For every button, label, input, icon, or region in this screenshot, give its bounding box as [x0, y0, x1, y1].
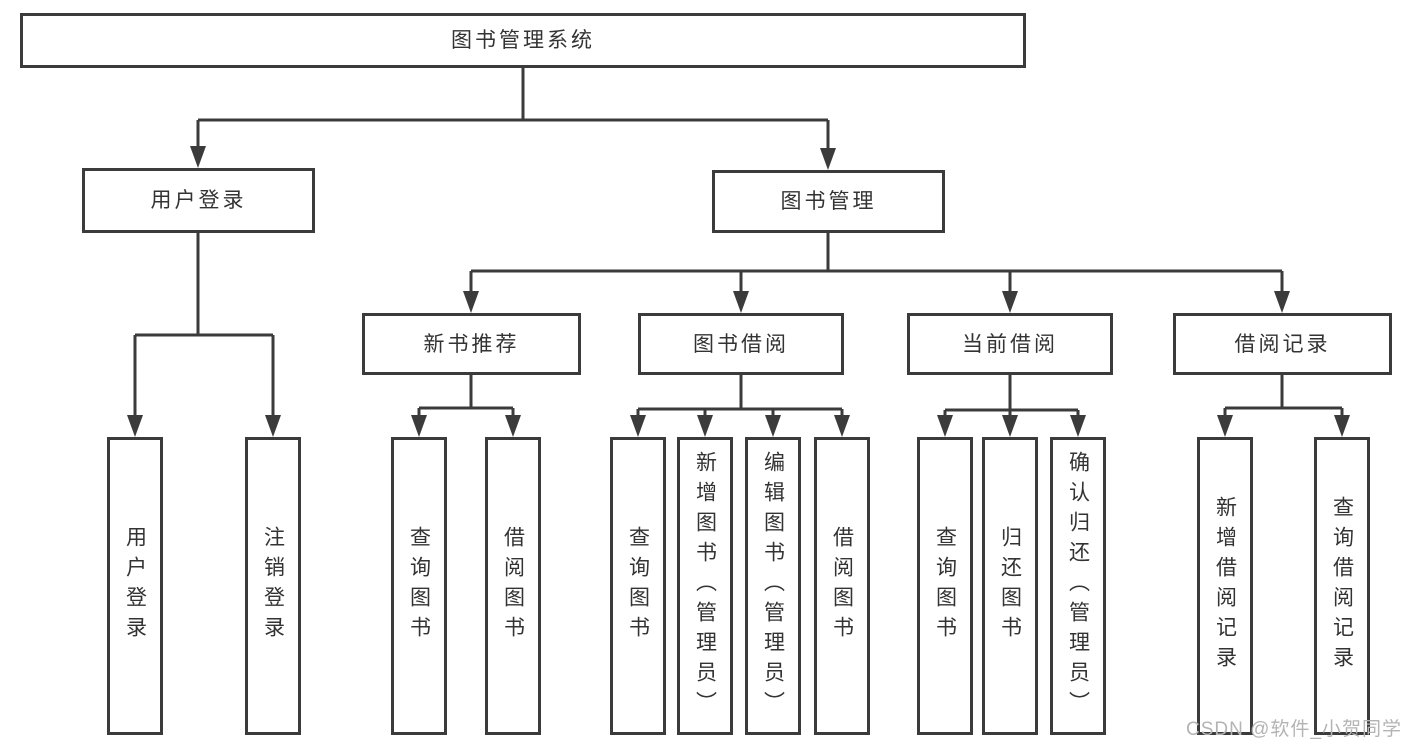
leaf-current-query-books: 查询图书 [917, 437, 973, 735]
node-library-management-system: 图书管理系统 [20, 13, 1026, 68]
node-book-borrowing: 图书借阅 [638, 313, 844, 375]
leaf-newrec-query-books: 查询图书 [391, 437, 447, 735]
leaf-current-return-books: 归还图书 [982, 437, 1038, 735]
arrowhead-icon [733, 291, 749, 313]
arrowhead-icon [1334, 415, 1350, 437]
node-borrowing-records: 借阅记录 [1173, 313, 1392, 375]
arrowhead-icon [411, 415, 427, 437]
arrowhead-icon [505, 415, 521, 437]
arrowhead-icon [190, 146, 206, 168]
arrowhead-icon [1002, 415, 1018, 437]
arrowhead-icon [1217, 415, 1233, 437]
leaf-newrec-borrow-books: 借阅图书 [485, 437, 541, 735]
node-user-login: 用户登录 [82, 168, 315, 233]
arrowhead-icon [1002, 291, 1018, 313]
arrowhead-icon [820, 148, 836, 170]
leaf-logout: 注销登录 [245, 437, 301, 735]
leaf-records-add-record: 新增借阅记录 [1197, 437, 1253, 735]
leaf-borrow-query-books: 查询图书 [610, 437, 666, 735]
arrowhead-icon [937, 415, 953, 437]
leaf-borrow-add-books-admin: 新增图书（管理员） [677, 437, 733, 735]
node-current-borrowing: 当前借阅 [907, 313, 1113, 375]
node-book-management: 图书管理 [712, 170, 945, 233]
leaf-borrow-edit-books-admin: 编辑图书（管理员） [745, 437, 801, 735]
arrowhead-icon [1274, 291, 1290, 313]
watermark: CSDN @软件_小贺同学 [1186, 719, 1402, 740]
arrowhead-icon [1070, 415, 1086, 437]
arrowhead-icon [630, 415, 646, 437]
arrowhead-icon [765, 415, 781, 437]
arrowhead-icon [127, 415, 143, 437]
leaf-borrow-borrow-books: 借阅图书 [814, 437, 870, 735]
arrowhead-icon [697, 415, 713, 437]
arrowhead-icon [463, 291, 479, 313]
arrowhead-icon [265, 415, 281, 437]
leaf-current-confirm-return-admin: 确认归还（管理员） [1050, 437, 1106, 735]
node-new-book-recommend: 新书推荐 [362, 313, 581, 375]
arrowhead-icon [834, 415, 850, 437]
leaf-records-query-record: 查询借阅记录 [1314, 437, 1370, 735]
leaf-user-login: 用户登录 [107, 437, 163, 735]
